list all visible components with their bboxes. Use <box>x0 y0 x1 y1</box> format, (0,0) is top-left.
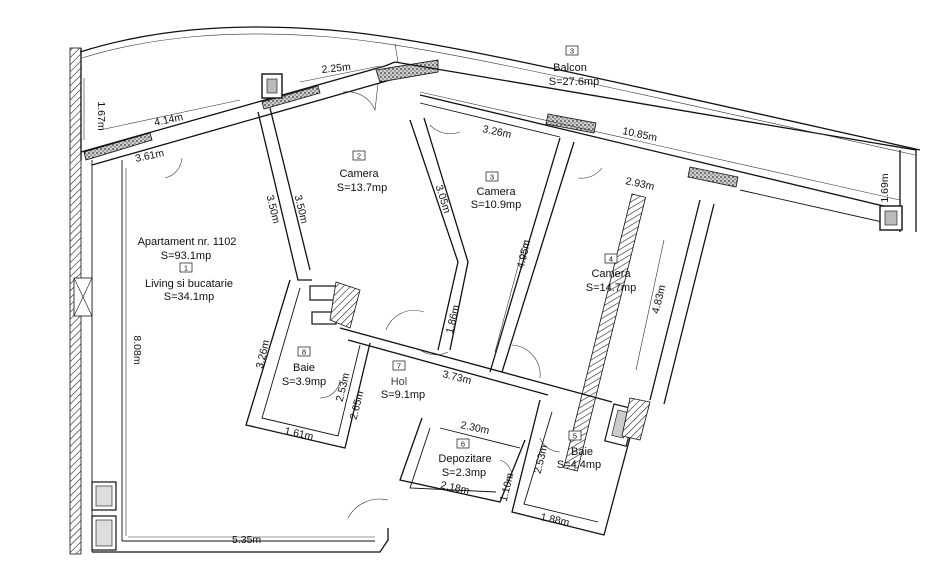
room-depozitare: 6 Depozitare S=2.3mp <box>438 438 492 479</box>
door-camera-4 <box>511 344 541 379</box>
apartment-total-area: S=93.1mp <box>161 250 211 262</box>
room-name: Balcon <box>553 62 587 74</box>
balcony <box>79 26 921 231</box>
baie-8-washbasin <box>309 285 337 301</box>
door-camera-3 <box>419 349 449 356</box>
dim-label: 1.67m <box>95 101 107 130</box>
room-number: 7 <box>397 362 401 371</box>
room-name: Hol <box>391 376 408 388</box>
room-name: Camera <box>476 186 516 198</box>
dim-label: 3.26m <box>254 338 273 369</box>
room-area: S=27.6mp <box>549 76 599 88</box>
dimension-lines <box>83 65 901 538</box>
room-hol: 7 Hol S=9.1mp <box>381 360 425 401</box>
dim-label: 4.14m <box>153 111 184 129</box>
right-exterior-wall <box>563 193 647 472</box>
dim-label: 2.30m <box>459 419 490 437</box>
dim-label: 2.53m <box>532 443 551 474</box>
room-number: 6 <box>461 440 465 449</box>
room-area: S=10.9mp <box>471 199 521 211</box>
interior-walls <box>245 107 715 536</box>
dim-label: 1.10m <box>498 471 517 502</box>
shaft-1 <box>329 281 361 329</box>
shaft-2 <box>621 397 651 441</box>
doors <box>164 83 603 519</box>
room-name: Baie <box>293 362 315 374</box>
room-camera-2: 2 Camera S=13.7mp <box>337 150 387 194</box>
room-name: Living si bucatarie <box>145 278 233 290</box>
dim-label: 2.18m <box>439 479 470 497</box>
dim-label: 8.08m <box>131 335 143 364</box>
dimension-labels: 2.25m 1.67m 4.14m 3.61m 3.50m 3.50m 3.26… <box>95 61 891 546</box>
room-name: Camera <box>591 268 631 280</box>
depozitare-wall <box>399 417 526 503</box>
room-living: Apartament nr. 1102 S=93.1mp 1 Living si… <box>138 236 237 303</box>
dim-label: 1.69m <box>879 173 891 202</box>
dim-label: 1.88m <box>539 511 570 529</box>
room-number: 1 <box>184 264 188 273</box>
dim-label: 3.50m <box>264 194 283 225</box>
baie-8-wall <box>245 279 371 449</box>
room-name: Depozitare <box>438 453 491 465</box>
room-name: Camera <box>339 168 379 180</box>
apartment-title: Apartament nr. 1102 <box>138 236 237 248</box>
door-depozitare <box>499 459 513 479</box>
door-entrance <box>347 498 389 519</box>
facade-insulation-3 <box>375 59 439 83</box>
room-number: 2 <box>357 152 361 161</box>
dim-label: 2.65m <box>348 389 367 420</box>
room-number: 3 <box>570 47 574 56</box>
dim-label: 1.61m <box>283 425 314 443</box>
dim-label: 5.35m <box>232 534 261 546</box>
dim-label: 3.26m <box>481 123 512 141</box>
dim-label: 3.05m <box>433 183 454 215</box>
facade-insulation-1 <box>83 132 153 161</box>
room-baie-5: 5 Baie S=4.4mp <box>557 430 601 471</box>
dim-label: 3.73m <box>441 368 472 387</box>
door-camera-3-balcony <box>429 124 461 134</box>
room-area: S=34.1mp <box>164 291 214 303</box>
room-camera-4: 4 Camera S=14.7mp <box>586 253 636 294</box>
dim-label: 2.25m <box>321 61 352 76</box>
door-baie-8 <box>319 379 341 399</box>
room-number: 3 <box>490 173 494 182</box>
door-living <box>164 157 183 179</box>
outer-walls <box>69 47 917 555</box>
room-name: Baie <box>571 446 593 458</box>
room-area: S=14.7mp <box>586 282 636 294</box>
room-number: 4 <box>609 255 613 264</box>
room-area: S=2.3mp <box>442 467 486 479</box>
door-camera-4-balcony <box>577 167 603 179</box>
room-camera-3: 3 Camera S=10.9mp <box>471 171 521 211</box>
room-balcon: 3 Balcon S=27.6mp <box>549 45 599 88</box>
dim-label: 3.61m <box>134 147 165 165</box>
dim-label: 4.95m <box>515 238 534 269</box>
room-area: S=3.9mp <box>282 376 326 388</box>
bottom-wall <box>92 528 389 553</box>
door-camera-2-balcony <box>342 83 379 112</box>
dim-label: 4.83m <box>650 283 669 314</box>
balcony-railing-outer <box>79 26 921 151</box>
room-number: 5 <box>573 432 577 441</box>
door-hall-1 <box>385 310 425 331</box>
room-area: S=9.1mp <box>381 389 425 401</box>
dim-label: 1.86m <box>444 303 463 334</box>
room-baie-8: 8 Baie S=3.9mp <box>282 346 326 388</box>
room-area: S=4.4mp <box>557 459 601 471</box>
dim-label: 2.93m <box>624 175 655 193</box>
room-number: 8 <box>302 348 306 357</box>
door-baie-5 <box>539 437 561 453</box>
baie-5-wall <box>511 399 641 536</box>
facade-insulation-2 <box>261 85 321 110</box>
room-area: S=13.7mp <box>337 182 387 194</box>
facade-insulation-5 <box>687 166 739 188</box>
